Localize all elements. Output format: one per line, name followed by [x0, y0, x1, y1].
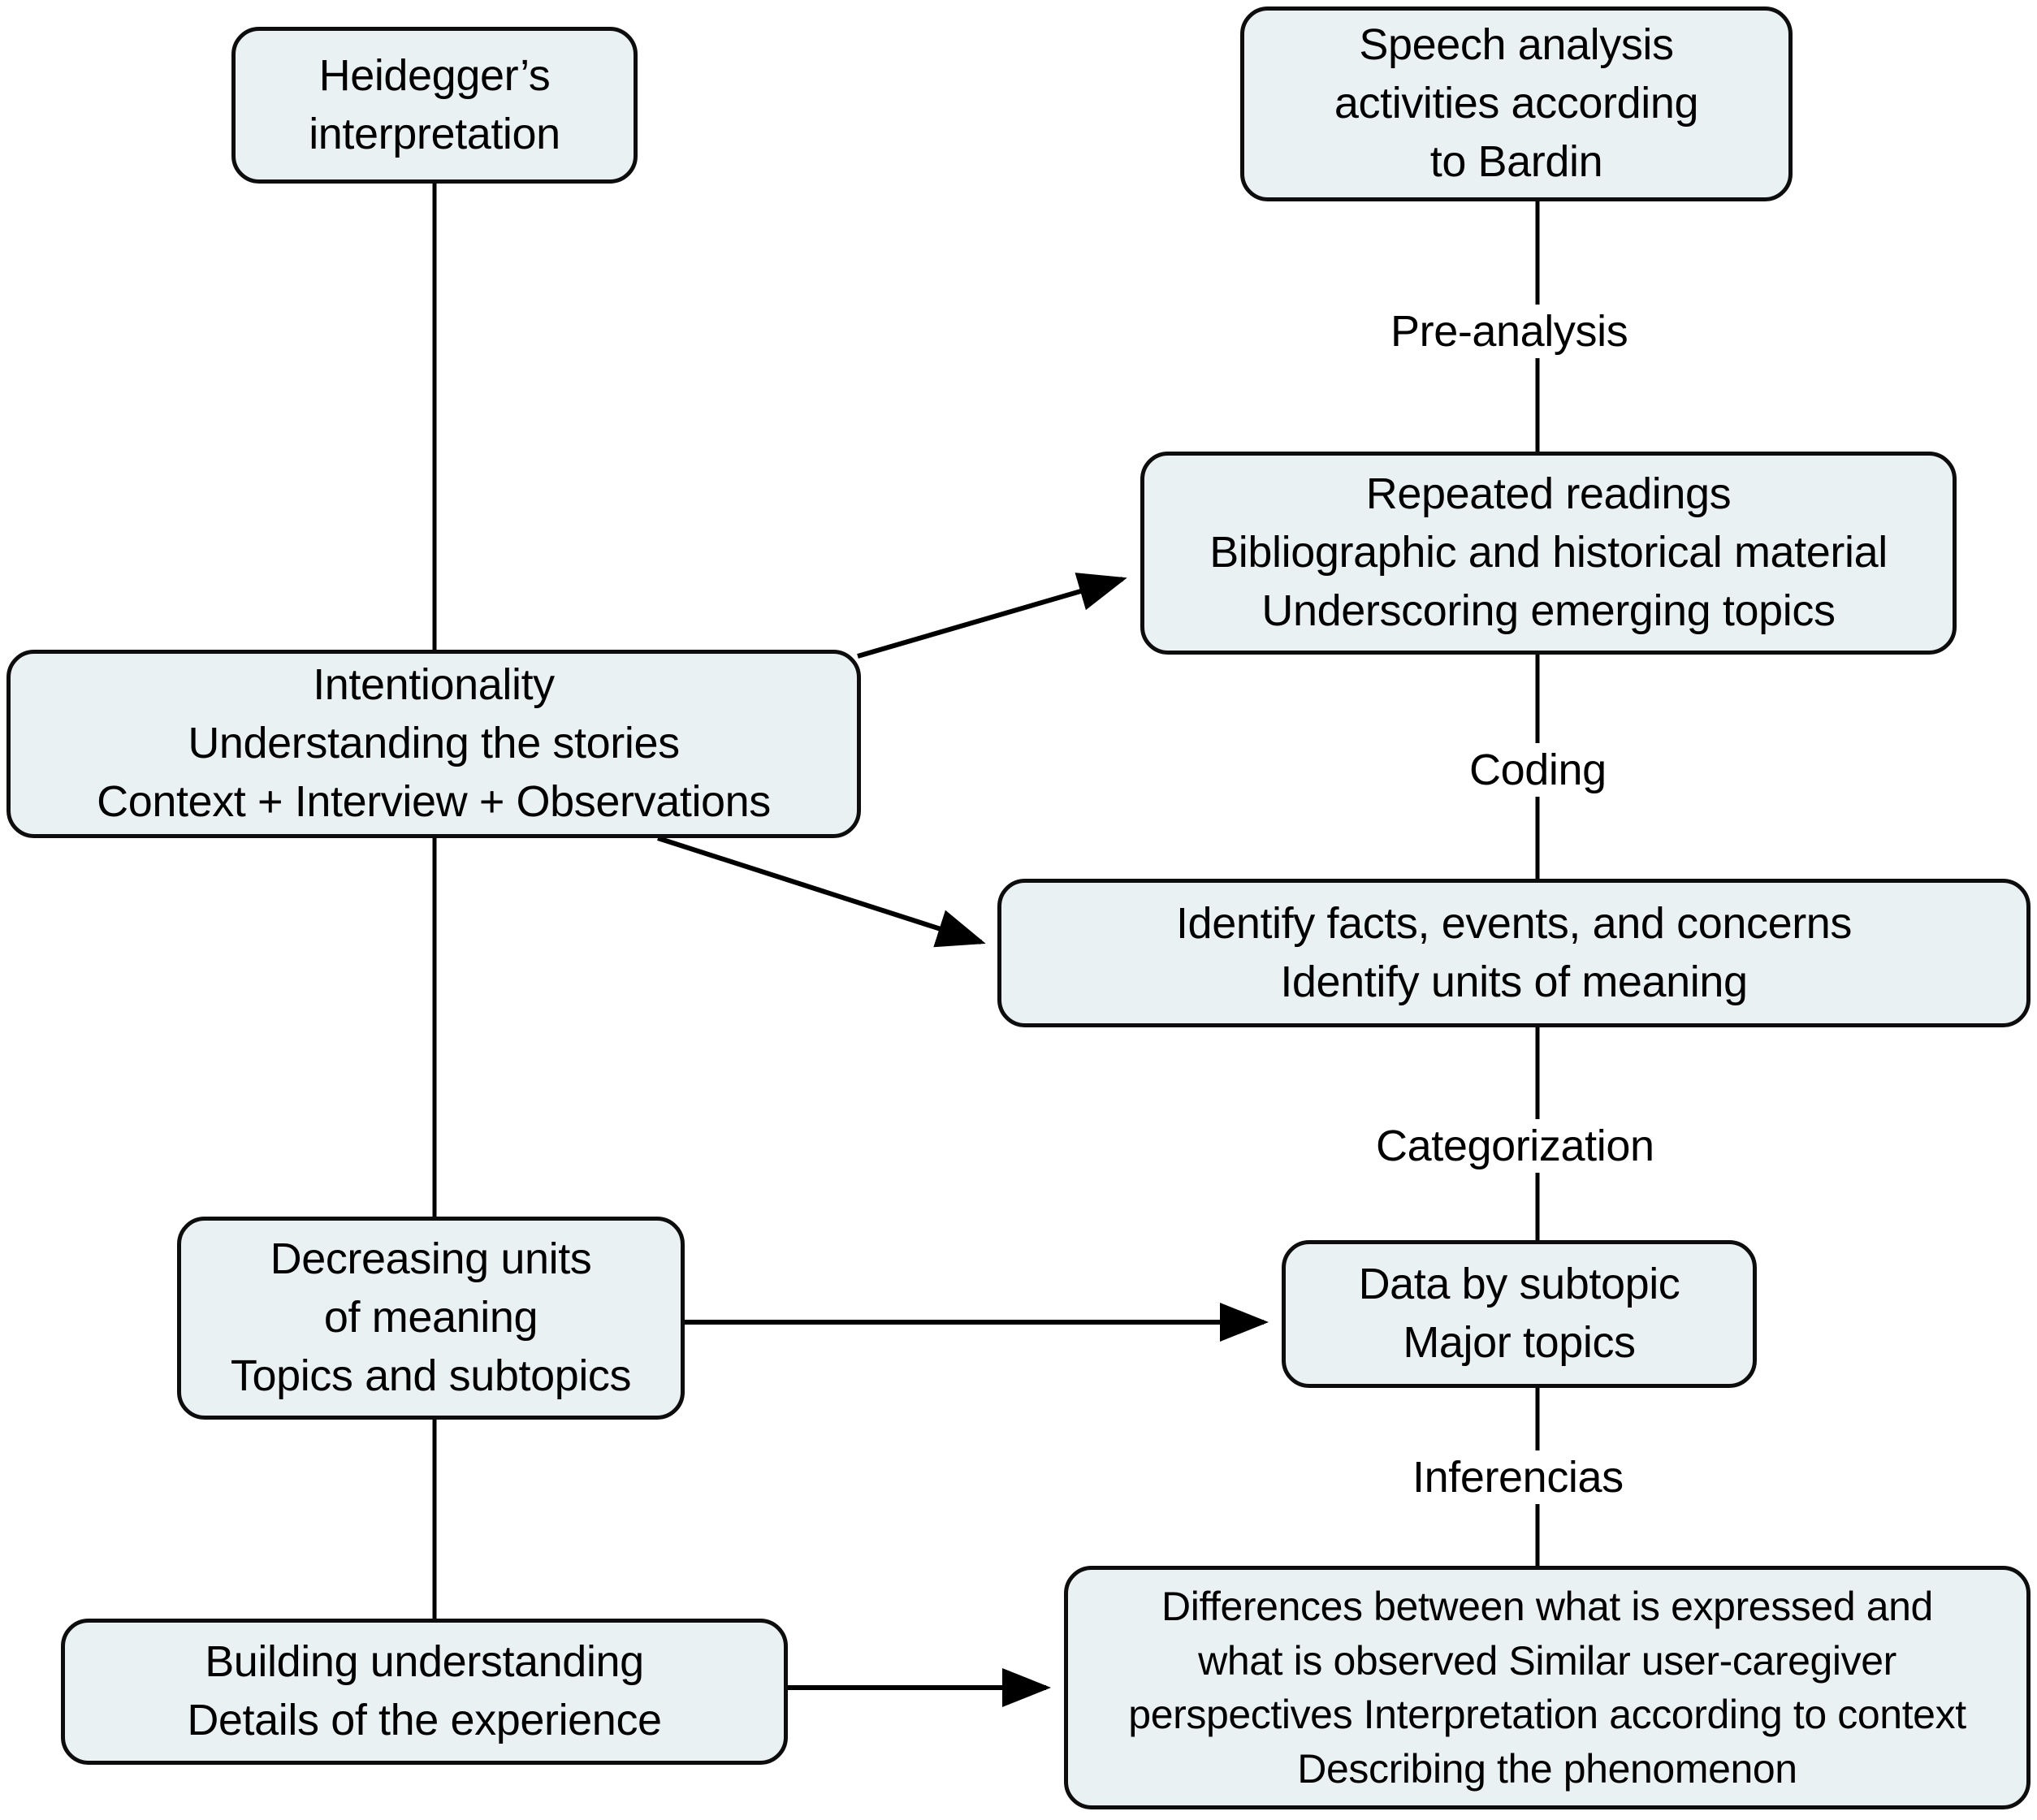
node-building-understanding-line-0: Building understanding: [205, 1637, 644, 1687]
node-building-understanding[interactable]: Building understanding Details of the ex…: [61, 1619, 788, 1765]
node-differences-line-3: Describing the phenomenon: [1297, 1745, 1797, 1792]
node-heidegger[interactable]: Heidegger’s interpretation: [231, 27, 638, 184]
edge-intentionality-to-identify: [657, 836, 986, 948]
node-intentionality[interactable]: Intentionality Understanding the stories…: [6, 650, 861, 838]
node-decreasing-units-line-0: Decreasing units: [270, 1234, 592, 1284]
node-speech-analysis-line-2: to Bardin: [1429, 136, 1603, 186]
node-differences-line-2: perspectives Interpretation according to…: [1128, 1692, 1966, 1737]
node-differences-line-0: Differences between what is expressed an…: [1161, 1584, 1933, 1629]
edge-label-pre-analysis: Pre-analysis: [1379, 305, 1640, 358]
node-repeated-readings-line-2: Underscoring emerging topics: [1261, 586, 1836, 635]
node-differences-line-1: what is observed Similar user-caregiver: [1198, 1637, 1896, 1684]
node-decreasing-units-line-2: Topics and subtopics: [230, 1351, 632, 1400]
node-intentionality-line-2: Context + Interview + Observations: [97, 776, 771, 826]
node-heidegger-line-1: interpretation: [309, 109, 560, 158]
node-decreasing-units-line-1: of meaning: [323, 1293, 538, 1342]
node-identify-facts-line-0: Identify facts, events, and concerns: [1175, 898, 1853, 948]
node-building-understanding-line-1: Details of the experience: [187, 1696, 662, 1744]
node-speech-analysis[interactable]: Speech analysis activities according to …: [1240, 6, 1793, 201]
edge-label-inferencias: Inferencias: [1401, 1450, 1635, 1504]
node-data-by-subtopic-line-0: Data by subtopic: [1358, 1260, 1680, 1309]
node-differences[interactable]: Differences between what is expressed an…: [1064, 1566, 2031, 1809]
edge-label-categorization: Categorization: [1364, 1119, 1666, 1173]
node-identify-facts[interactable]: Identify facts, events, and concerns Ide…: [997, 879, 2031, 1027]
edge-label-coding: Coding: [1458, 743, 1618, 797]
node-intentionality-line-0: Intentionality: [313, 660, 555, 710]
node-identify-facts-line-1: Identify units of meaning: [1280, 957, 1748, 1006]
node-repeated-readings-line-1: Bibliographic and historical material: [1209, 528, 1888, 577]
node-data-by-subtopic[interactable]: Data by subtopic Major topics: [1282, 1240, 1757, 1388]
node-data-by-subtopic-line-1: Major topics: [1403, 1318, 1636, 1367]
node-speech-analysis-line-0: Speech analysis: [1359, 20, 1674, 70]
node-repeated-readings-line-0: Repeated readings: [1365, 469, 1732, 519]
node-speech-analysis-line-1: activities according: [1334, 79, 1699, 128]
node-heidegger-line-0: Heidegger’s: [318, 50, 551, 100]
node-repeated-readings[interactable]: Repeated readings Bibliographic and hist…: [1140, 452, 1957, 655]
edge-intentionality-to-repeated: [857, 573, 1127, 659]
node-decreasing-units[interactable]: Decreasing units of meaning Topics and s…: [177, 1217, 685, 1420]
node-intentionality-line-1: Understanding the stories: [188, 719, 680, 768]
